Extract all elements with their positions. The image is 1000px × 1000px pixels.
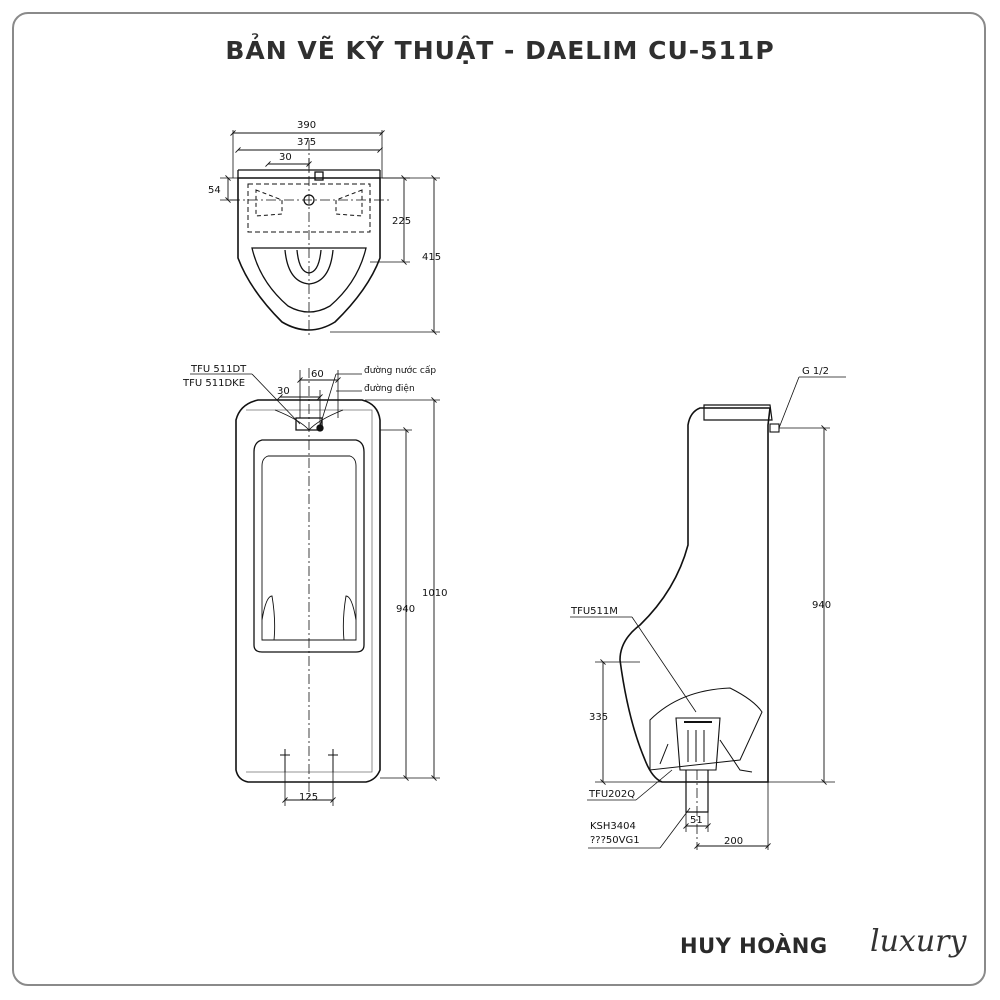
label-water-supply: đường nước cấp [364,365,436,376]
label-power-line: đường điện [364,383,415,394]
dim-415-label: 415 [422,252,441,263]
page-title: BẢN VẼ KỸ THUẬT - DAELIM CU-511P [225,36,775,65]
side-view-outline [619,407,771,783]
label-tfu511m: TFU511M [570,606,618,617]
dim-335-label: 335 [589,712,608,723]
dim-940-front-label: 940 [396,604,415,615]
label-g12: G 1/2 [802,366,829,377]
front-view-outline [235,399,381,783]
border-frame [12,12,986,986]
dim-940-side-label: 940 [812,600,831,611]
dim-30-front-label: 30 [277,386,290,397]
dim-375-label: 375 [297,137,316,148]
dim-390-label: 390 [297,120,316,131]
brand-script: luxury [870,924,967,959]
dim-200-label: 200 [724,836,743,847]
brand-name: HUY HOÀNG [680,934,828,958]
top-view-outline [237,177,381,331]
dim-1010-label: 1010 [422,588,447,599]
dim-30-top-label: 30 [279,152,292,163]
label-vg1: ???50VG1 [590,835,640,846]
label-tfu511dt: TFU 511DT [190,364,247,375]
top-view [220,130,440,335]
dim-125-label: 125 [299,792,318,803]
label-tfu511dke: TFU 511DKE [182,378,245,389]
dim-225-label: 225 [392,216,411,227]
dim-51-label: 51 [690,815,703,826]
label-ksh3404: KSH3404 [590,821,636,832]
side-view [570,376,846,850]
label-tfu202q: TFU202Q [588,789,635,800]
dim-54-label: 54 [208,185,221,196]
front-view [190,368,440,806]
dim-60-label: 60 [311,369,324,380]
front-view-basin [253,439,365,653]
